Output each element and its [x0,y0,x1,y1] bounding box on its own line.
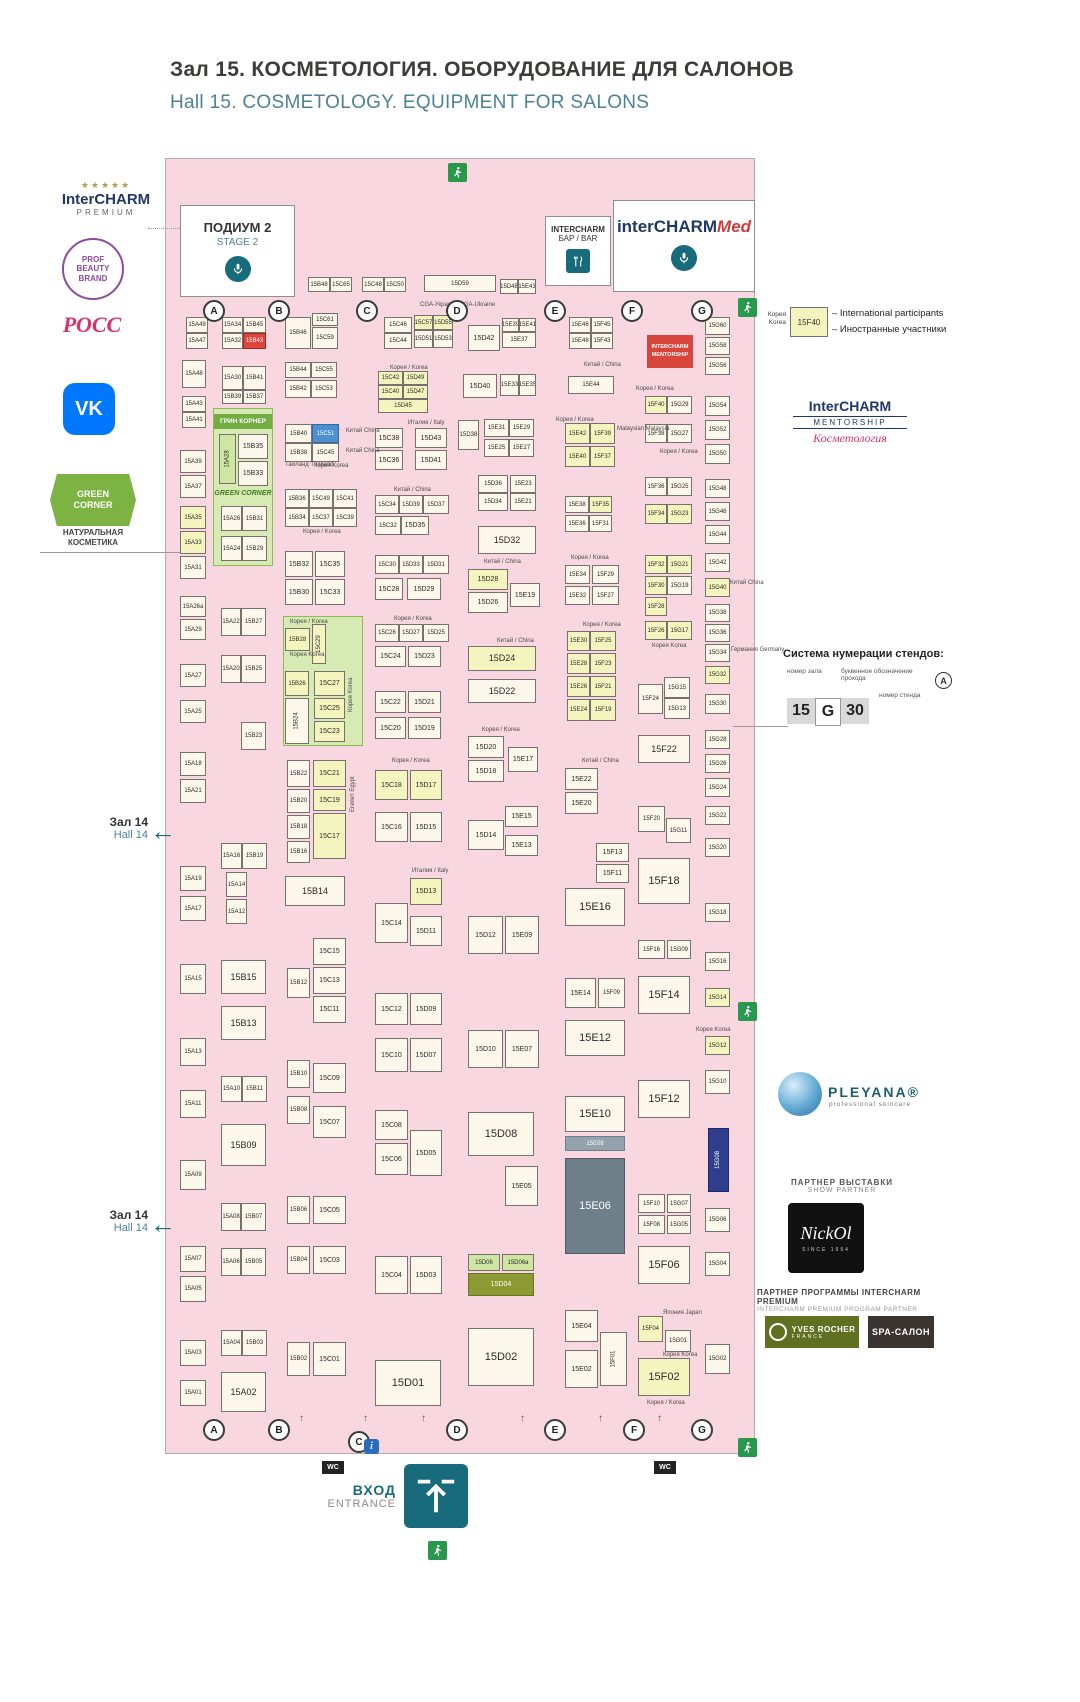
pleyana-sphere-icon [778,1072,822,1116]
stage-title-ru: ПОДИУМ 2 [203,220,272,235]
nickol-sub: SINCE 1994 [802,1247,850,1253]
green-badge-line1: GREEN [76,489,109,500]
entrance-icon [404,1464,468,1528]
info-icon: i [364,1439,379,1454]
entrance-ru: ВХОД [352,1482,396,1498]
hall-14-label: Зал 14 Hall 14 [102,815,149,841]
intercharm-premium-name: InterCHARM [61,191,151,208]
microphone-icon [224,256,251,282]
bar-title-2: БАР / BAR [558,234,598,243]
entrance-en: ENTRANCE [327,1498,396,1510]
prof-line3: BRAND [78,273,108,283]
nickol-name: NickOl [800,1223,852,1243]
mentorship-script: Косметология [813,431,887,445]
prof-line1: PROF [81,254,105,264]
numbering-heading: Система нумерации стендов: [783,648,944,660]
pleyana-logo: PLEYANA® professional skincare [778,1072,948,1118]
hall-14-label: Зал 14 Hall 14 [102,1208,149,1234]
hall14-ru: Зал 14 [109,1208,149,1222]
green-corner-badge: GREEN CORNER [50,474,136,526]
yves-rocher-sub: FRANCE [791,1333,825,1340]
intercharm-mentorship-booth: INTERCHARM MENTORSHIP [647,335,693,368]
stage-title-en: STAGE 2 [216,237,259,248]
pleyana-sub: professional skincare [829,1101,912,1108]
mentorship-brand: InterCHARM [808,398,892,414]
ross-logo: РОСС [62,312,122,337]
green-corner-subtitle: НАТУРАЛЬНАЯ КОСМЕТИКА [62,528,124,547]
hall-14-arrow-icon: ← [150,816,176,846]
show-partner-label: ПАРТНЕР ВЫСТАВКИ SHOW PARTNER [782,1178,902,1194]
numbering-hall-number: 15 [787,698,815,724]
exit-icon [428,1541,447,1560]
green-corner-label-en: GREEN CORNER [214,489,272,497]
hall14-ru: Зал 14 [109,815,149,829]
bar-title-1: INTERCHARM [551,225,605,234]
prof-line2: BEAUTY [76,264,110,274]
show-partner-ru: ПАРТНЕР ВЫСТАВКИ [790,1178,894,1187]
med-suffix: Med [717,217,752,236]
intercharm-premium-sub: PREMIUM [76,208,136,217]
stage-2-box: ПОДИУМ 2 STAGE 2 [180,205,295,297]
intercharm-mentorship-logo: InterCHARM MENTORSHIP Косметология [785,398,915,446]
yves-rocher-logo: YVES ROCHER FRANCE [765,1316,859,1348]
intercharm-premium-logo: ★★★★★ InterCHARM PREMIUM [56,180,156,217]
page-subtitle: Hall 15. COSMETOLOGY. EQUIPMENT FOR SALO… [170,92,650,113]
green-corner-label-ru: ГРИН КОРНЕР [214,414,272,429]
prof-beauty-brand-logo: PROF BEAUTY BRAND [62,238,124,300]
show-partner-en: SHOW PARTNER [807,1187,877,1194]
intercharm-bar-box: INTERCHARM БАР / BAR [545,216,611,286]
entrance-label: ВХОД ENTRANCE [296,1482,396,1510]
wc-label: WC [322,1461,344,1474]
numbering-booth-number: 30 [841,698,869,724]
intercharm-med-box: interCHARMMed [613,200,755,292]
legend-line1: – International participants [832,308,944,319]
numbering-aisle-letter: G [815,698,841,726]
pleyana-name: PLEYANA® [828,1084,920,1100]
wc-label: WC [654,1461,676,1474]
numbering-booth-label: номер стенда [879,692,921,699]
numbering-hall-label: номер зала [787,668,822,675]
stars-icon: ★★★★★ [80,180,132,190]
hall-14-arrow-icon: ← [150,1209,176,1239]
hall14-en: Hall 14 [113,1222,148,1234]
mentorship-box-line1: INTERCHARM [651,343,689,350]
vk-logo: VK [63,383,115,435]
numbering-aisle-label: буквенное обозначение прохода [841,668,913,682]
med-brand: interCHARM [616,217,718,236]
connector-line [40,552,180,553]
yves-rocher-name: YVES ROCHER [791,1324,856,1334]
yves-rocher-ring-icon [768,1323,787,1341]
microphone-icon [671,245,697,271]
program-partner-label: ПАРТНЕР ПРОГРАММЫ INTERCHARM PREMIUM INT… [757,1288,957,1313]
nickol-logo: NickOl SINCE 1994 [788,1203,864,1273]
numbering-aisle-example: A [935,672,952,689]
fork-knife-icon [566,249,590,273]
mentorship-box-line2: MENTORSHIP [651,351,689,358]
mentorship-program: MENTORSHIP [793,416,907,429]
program-partner-ru: ПАРТНЕР ПРОГРАММЫ INTERCHARM PREMIUM [757,1288,921,1306]
spa-salon-logo: SPA-САЛОН [868,1316,934,1348]
legend-swatch: 15F40 [790,307,828,337]
program-partner-en: INTERCHARM PREMIUM PROGRAM PARTNER [757,1306,918,1313]
page-title: Зал 15. КОСМЕТОЛОГИЯ. ОБОРУДОВАНИЕ ДЛЯ С… [170,58,794,81]
legend-line2: – Иностранные участники [832,324,947,335]
booth-numbering-legend: Система нумерации стендов: номер зала бу… [783,648,988,738]
hall14-en: Hall 14 [113,829,148,841]
legend-country: Корея Korea [767,311,786,326]
green-badge-line2: CORNER [73,500,113,510]
